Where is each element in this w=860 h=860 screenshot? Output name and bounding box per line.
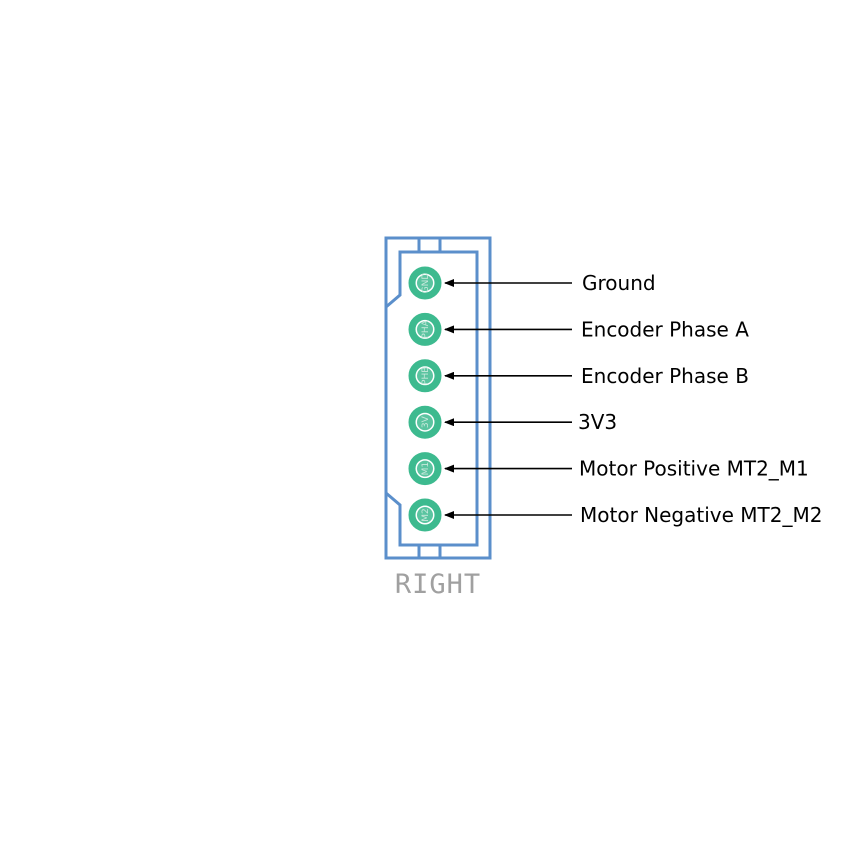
pin-pad <box>408 452 442 486</box>
pin-pad-label: M1 <box>421 462 431 476</box>
pin-2: PHA Encoder Phase A <box>408 312 749 346</box>
pin-description: Encoder Phase A <box>581 317 749 341</box>
connector-housing-outline <box>384 236 492 560</box>
housing-inner-outline <box>385 250 479 547</box>
pin-pad-center <box>417 460 433 477</box>
pin-pad <box>408 312 442 346</box>
pin-pad-label: M2 <box>421 508 431 522</box>
pin-description: Motor Negative MT2_M2 <box>580 503 822 527</box>
pin-3: PHB Encoder Phase B <box>408 359 749 393</box>
pin-pad-label: PHA <box>421 319 431 338</box>
pin-pad-label: GND <box>421 273 431 294</box>
pin-pad <box>408 359 442 393</box>
pin-pad-label: PHB <box>421 367 431 385</box>
pin-4: 3V 3V3 <box>408 405 617 439</box>
housing-outer-outline <box>384 236 492 560</box>
pin-description: 3V3 <box>578 410 617 434</box>
pin-6: M2 Motor Negative MT2_M2 <box>408 498 822 532</box>
pin-pad-center <box>417 367 433 384</box>
pin-5: M1 Motor Positive MT2_M1 <box>408 452 809 486</box>
pin-pad <box>408 405 442 439</box>
pin-pad-center <box>417 275 433 291</box>
pin-description: Ground <box>582 271 656 295</box>
pin-description: Motor Positive MT2_M1 <box>579 457 809 481</box>
pin-pad-center <box>417 414 433 431</box>
pin-1: GND Ground <box>408 266 656 300</box>
silkscreen-label: RIGHT <box>395 569 481 600</box>
pin-pad-center <box>417 507 433 523</box>
pin-pad <box>408 266 442 300</box>
pin-pad-label: 3V <box>421 415 431 428</box>
pin-pad <box>408 498 442 532</box>
pin-description: Encoder Phase B <box>581 364 749 388</box>
pin-pad-center <box>417 321 433 338</box>
